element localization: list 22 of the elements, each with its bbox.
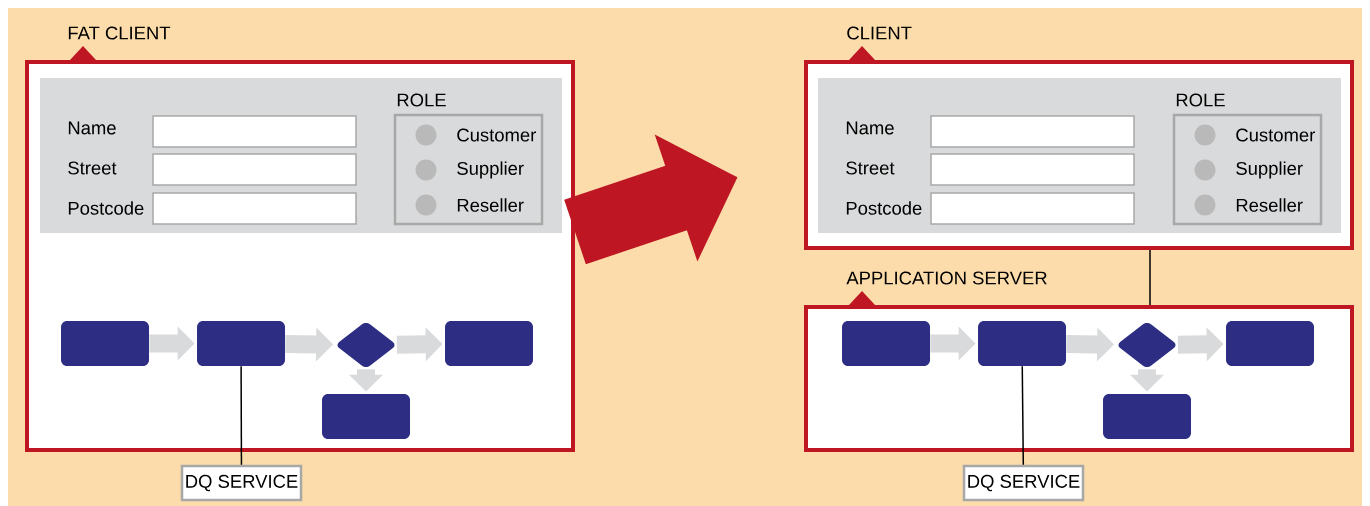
option-group: ROLE Customer Supplier Reseller (393, 93, 544, 226)
process-box (322, 394, 410, 439)
connector-line (1149, 249, 1151, 306)
service-box: DQ SERVICE (962, 464, 1085, 502)
decision-diamond (1118, 322, 1176, 368)
process-box (978, 321, 1066, 366)
connector-line (240, 365, 243, 466)
node-label: ROLE (397, 93, 446, 107)
process-box (445, 321, 533, 366)
node-label: ROLE (1176, 93, 1225, 107)
connector-line (1021, 365, 1025, 466)
process-box (61, 321, 149, 366)
node-label: FAT CLIENT (68, 26, 171, 40)
option-group: ROLE Customer Supplier Reseller (1172, 93, 1323, 226)
process-box (842, 321, 930, 366)
service-box: DQ SERVICE (180, 464, 303, 502)
decision-diamond (337, 322, 395, 368)
process-box (1226, 321, 1314, 366)
node-label: CLIENT (847, 26, 912, 40)
process-box (1103, 394, 1191, 439)
process-box (197, 321, 285, 366)
node-label: APPLICATION SERVER (846, 271, 1047, 285)
